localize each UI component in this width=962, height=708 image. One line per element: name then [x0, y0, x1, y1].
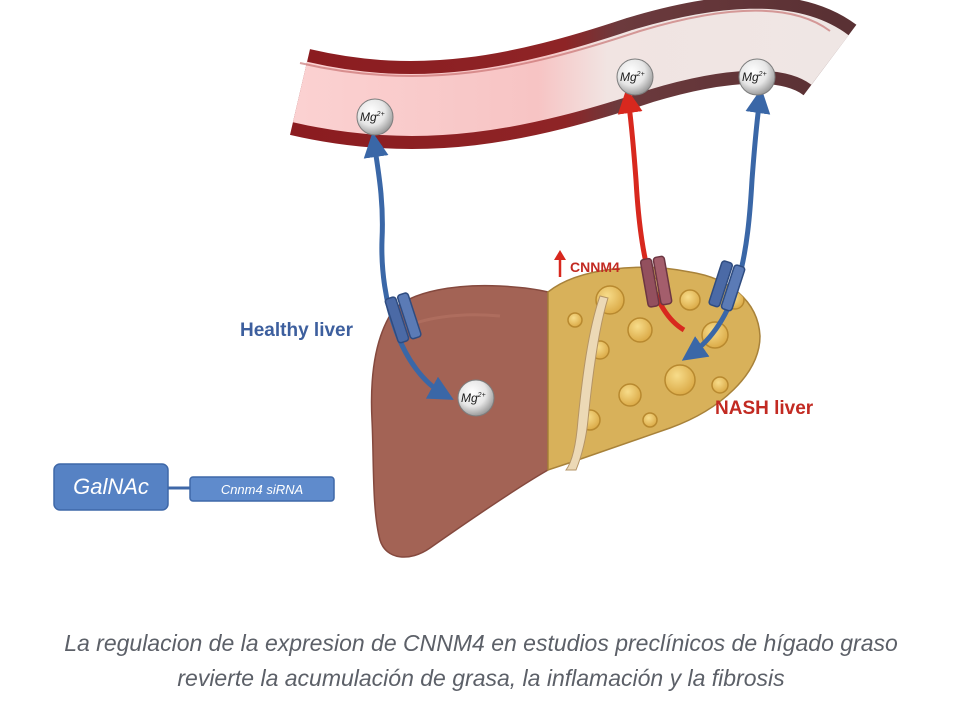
galnac-label: GalNAc [73, 474, 149, 499]
sirna-box [189, 476, 335, 502]
transport-arrows [363, 88, 771, 400]
nash-liver-label: NASH liver [715, 398, 814, 419]
mg-symbol: Mg [620, 70, 637, 84]
healthy-liver-label: Healthy liver [240, 320, 354, 341]
mg-charge: 2+ [636, 71, 645, 78]
galnac-sirna-conjugate: GalNAc Cnnm4 siRNA [53, 463, 335, 511]
mg-symbol: Mg [742, 70, 759, 84]
caption-line-2: revierte la acumulación de grasa, la inf… [177, 665, 785, 691]
cnnm4-transporter [639, 255, 673, 308]
mg-ion-liver: Mg2+ [457, 379, 495, 417]
mg-charge: 2+ [477, 392, 486, 399]
cnnm4-label: CNNM4 [570, 259, 620, 275]
svg-text:Mg2+: Mg2+ [360, 110, 385, 124]
mg-charge: 2+ [758, 71, 767, 78]
mg-ion-vessel-left: Mg2+ [356, 98, 394, 136]
healthy-transporter [384, 292, 422, 344]
up-arrow-head [554, 250, 566, 260]
svg-text:Mg2+: Mg2+ [742, 70, 767, 84]
cnnm4-efflux-arrow [617, 88, 686, 333]
nash-transport-arrow [681, 88, 771, 361]
mg-symbol: Mg [461, 391, 478, 405]
caption-line-1: La regulacion de la expresion de CNNM4 e… [64, 630, 898, 656]
mg-symbol: Mg [360, 110, 377, 124]
vessel-inner-line-top [299, 9, 831, 78]
nash-blue-transporter [708, 260, 746, 312]
healthy-efflux-arrow [363, 132, 454, 400]
svg-text:Mg2+: Mg2+ [620, 70, 645, 84]
svg-text:Mg2+: Mg2+ [461, 391, 486, 405]
transporters [384, 255, 746, 344]
mg-charge: 2+ [376, 111, 385, 118]
mg-ion-vessel-right: Mg2+ [738, 58, 776, 96]
cnnm4-liver-diagram: Mg2+ Mg2+ Mg2+ Mg2+ CNNM4 Healthy liver … [53, 0, 857, 558]
cnnm4-upregulated-label: CNNM4 [554, 250, 620, 277]
liver-ligament [565, 295, 609, 471]
mg-ion-vessel-mid: Mg2+ [616, 58, 654, 96]
sirna-label: Cnnm4 siRNA [221, 482, 303, 497]
